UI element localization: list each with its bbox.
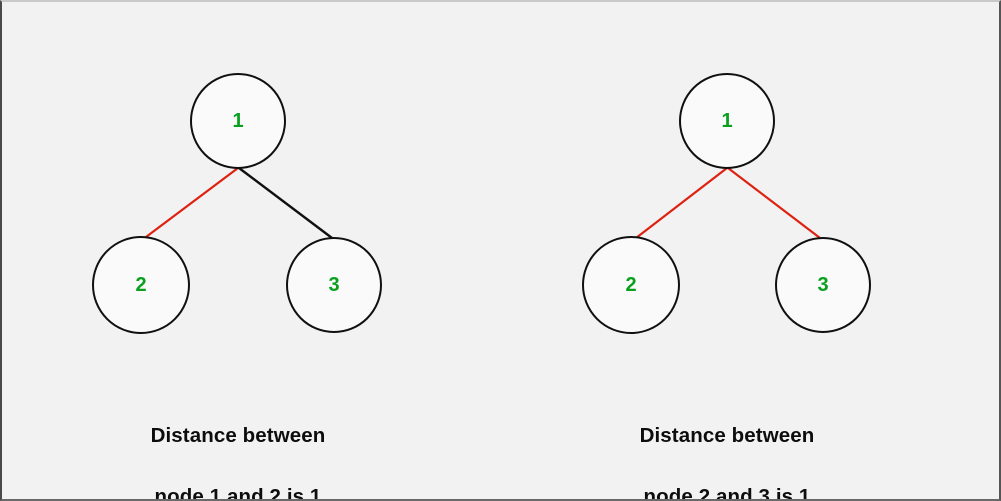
right-tree-node-1[interactable]: 1 bbox=[679, 73, 775, 169]
left-tree-node-1-label: 1 bbox=[232, 110, 244, 132]
right-tree-node-3-label: 3 bbox=[817, 274, 829, 296]
edge-left-1-3 bbox=[238, 167, 333, 239]
right-tree-node-1-label: 1 bbox=[721, 110, 733, 132]
left-tree-node-1[interactable]: 1 bbox=[190, 73, 286, 169]
right-tree-caption: Distance between node 2 and 3 is 1 bbox=[587, 391, 867, 501]
right-tree-caption-line2: node 2 and 3 is 1 bbox=[643, 484, 811, 501]
edge-right-1-2 bbox=[635, 167, 728, 239]
left-tree-node-2-label: 2 bbox=[135, 274, 147, 296]
edge-right-1-3 bbox=[727, 167, 821, 239]
left-tree-caption: Distance between node 1 and 2 is 1 bbox=[98, 391, 378, 501]
right-tree-node-2-label: 2 bbox=[625, 274, 637, 296]
left-tree-caption-line2: node 1 and 2 is 1 bbox=[154, 484, 322, 501]
left-tree-node-3-label: 3 bbox=[328, 274, 340, 296]
left-tree-node-3[interactable]: 3 bbox=[286, 237, 382, 333]
right-tree-node-2[interactable]: 2 bbox=[582, 236, 680, 334]
left-tree-node-2[interactable]: 2 bbox=[92, 236, 190, 334]
left-tree-caption-line1: Distance between bbox=[150, 424, 326, 448]
right-tree-node-3[interactable]: 3 bbox=[775, 237, 871, 333]
edge-left-1-2 bbox=[145, 167, 239, 238]
right-tree-caption-line1: Distance between bbox=[639, 424, 815, 448]
